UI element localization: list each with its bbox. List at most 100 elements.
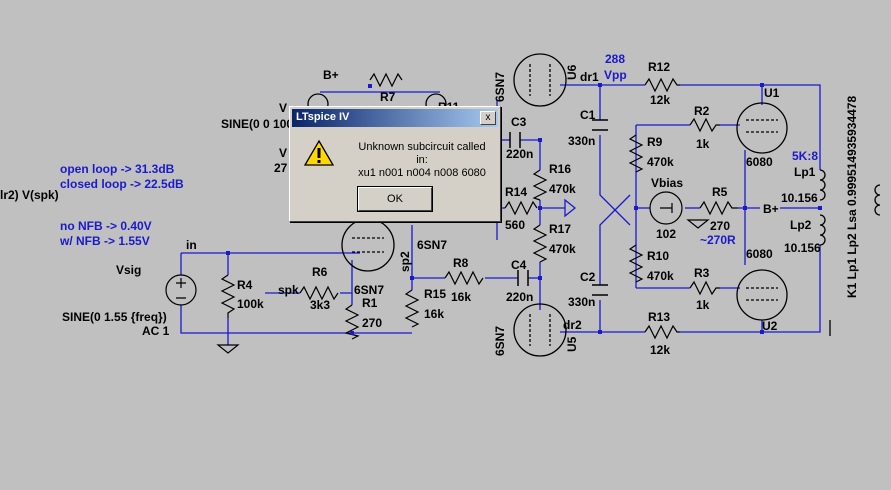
label-c1-val: 330n — [568, 134, 596, 148]
resistor-r4 — [220, 274, 236, 318]
label-r12: R12 — [648, 60, 671, 74]
wire-r12-right — [680, 84, 763, 105]
label-288: 288 — [605, 52, 626, 66]
label-bplus-top: B+ — [323, 68, 339, 82]
label-r8: R8 — [453, 256, 469, 270]
wire-ground-bus — [180, 305, 412, 334]
label-ac1: AC 1 — [142, 324, 170, 338]
resistor-r13 — [644, 324, 680, 340]
label-c4: C4 — [511, 258, 527, 272]
label-c3-val: 220n — [506, 147, 534, 161]
label-r1: R1 — [362, 296, 378, 310]
wire-c1-cross — [599, 135, 631, 226]
vsig-polarity — [176, 278, 186, 299]
label-ratio: 5K:8 — [792, 149, 819, 163]
warning-icon — [304, 139, 334, 166]
label-r6: R6 — [312, 265, 328, 279]
resistor-r17 — [532, 224, 548, 263]
ok-button[interactable]: OK — [357, 186, 433, 212]
coil-lp1 — [819, 169, 826, 201]
tube-u6 — [513, 53, 567, 107]
tube-u5 — [513, 303, 567, 357]
wire-c2-cross — [599, 194, 631, 285]
label-k1-directive: K1 Lp1 Lp2 Lsa 0.999514935934478 — [845, 95, 859, 298]
label-r5: R5 — [712, 185, 728, 199]
tube-u2 — [736, 269, 788, 321]
label-c2: C2 — [580, 270, 596, 284]
capacitor-c1 — [592, 119, 608, 131]
label-r17: R17 — [549, 222, 572, 236]
label-sp2: sp2 — [398, 251, 412, 272]
note-closed-loop: closed loop -> 22.5dB — [60, 177, 184, 191]
dialog-message-line2: xu1 n001 n004 n008 6080 — [358, 167, 486, 179]
label-u2: U2 — [762, 319, 778, 333]
label-u6: U6 — [565, 64, 579, 80]
label-vsig: Vsig — [116, 263, 142, 277]
resistor-r1 — [344, 304, 360, 340]
dialog-titlebar[interactable]: LTspice IV x — [292, 109, 498, 127]
label-vbias-val: 102 — [656, 227, 677, 241]
label-r5-val: 270 — [710, 219, 731, 233]
label-r10: R10 — [647, 249, 670, 263]
label-u1: U1 — [764, 86, 780, 100]
label-vbias: Vbias — [651, 176, 684, 190]
error-dialog[interactable]: LTspice IV x Unknown subcircuit called i… — [289, 106, 501, 222]
resistor-r14 — [504, 200, 538, 216]
label-v-partial-top: V — [279, 101, 288, 115]
label-r4: R4 — [237, 278, 253, 292]
ground-vbias — [686, 219, 710, 229]
resistor-r15 — [404, 289, 420, 328]
label-r12-val: 12k — [650, 93, 671, 107]
label-r5-note: ~270R — [700, 233, 736, 247]
label-spk: spk — [278, 283, 299, 297]
label-6sn7-mid: 6SN7 — [417, 238, 448, 252]
ground-r4 — [216, 344, 240, 354]
note-no-nfb: no NFB -> 0.40V — [60, 219, 152, 233]
resistor-r3 — [689, 280, 720, 296]
label-lp1: Lp1 — [794, 165, 816, 179]
label-lp2: Lp2 — [790, 218, 812, 232]
wire-r13-right — [680, 320, 763, 333]
label-u1-val: 6080 — [746, 155, 773, 169]
dialog-message: Unknown subcircuit called in: xu1 n001 n… — [352, 141, 492, 180]
label-dr2: dr2 — [563, 318, 582, 332]
label-c4-val: 220n — [506, 290, 534, 304]
label-u6-tube: 6SN7 — [493, 71, 507, 102]
resistor-r12 — [644, 77, 680, 93]
tube-u1 — [736, 102, 788, 154]
resistor-r16 — [532, 169, 548, 201]
coil-lsa — [874, 184, 881, 216]
label-c2-val: 330n — [568, 295, 596, 309]
capacitor-c4 — [517, 270, 529, 286]
label-r8-val: 16k — [451, 290, 472, 304]
label-r9-val: 470k — [647, 155, 674, 169]
capacitor-c2 — [592, 284, 608, 296]
label-c1: C1 — [580, 108, 596, 122]
label-r3-val: 1k — [696, 298, 710, 312]
label-r6-val: 3k3 — [310, 298, 331, 312]
resistor-r9 — [628, 134, 644, 173]
label-sine-top: SINE(0 0 100 — [221, 117, 294, 131]
label-lp2-val: 10.156 — [784, 241, 821, 255]
label-in: in — [186, 238, 197, 252]
label-r14-val: 560 — [505, 218, 526, 232]
label-dr1: dr1 — [580, 70, 599, 84]
label-u2-val: 6080 — [746, 247, 773, 261]
resistor-r7 — [369, 72, 403, 88]
wire-lp2-bot — [762, 245, 821, 333]
label-sine-bottom: SINE(0 1.55 {freq}) — [62, 310, 167, 324]
wire-lp1-top — [762, 84, 821, 170]
label-lp1-val: 10.156 — [781, 191, 818, 205]
close-button[interactable]: x — [480, 111, 496, 125]
label-r3: R3 — [694, 266, 710, 280]
coil-lp2 — [819, 214, 826, 246]
source-vsig — [165, 274, 197, 306]
label-r13-val: 12k — [650, 343, 671, 357]
label-r1-val: 270 — [362, 316, 383, 330]
label-u5-tube: 6SN7 — [493, 325, 507, 356]
label-bplus-right: B+ — [763, 202, 779, 216]
label-r15-val: 16k — [424, 307, 445, 321]
dialog-title: LTspice IV — [296, 111, 350, 123]
label-r4-val: 100k — [237, 297, 264, 311]
